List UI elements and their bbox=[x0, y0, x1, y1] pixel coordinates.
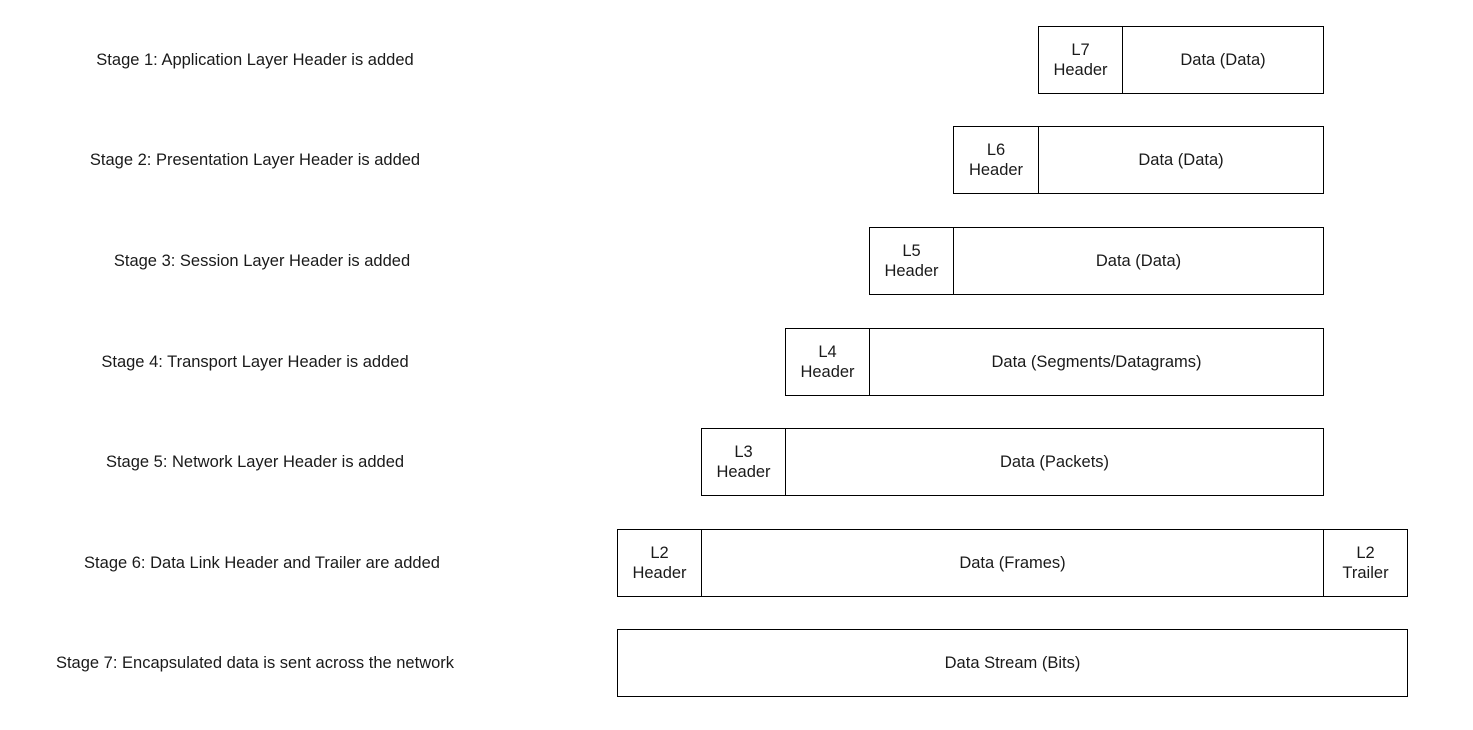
cell-text-line: L3 bbox=[734, 443, 753, 461]
stage-3-cell-data-data: Data (Data) bbox=[953, 227, 1324, 295]
cell-text-line: L4 bbox=[818, 343, 837, 361]
cell-text-line: Data Stream (Bits) bbox=[944, 654, 1081, 672]
cell-text-line: L5 bbox=[902, 242, 921, 260]
cell-text: Data (Segments/Datagrams) bbox=[992, 352, 1202, 372]
cell-text-line: Data (Data) bbox=[1180, 51, 1266, 69]
stage-4-label: Stage 4: Transport Layer Header is added bbox=[101, 353, 409, 371]
cell-text-line: L2 bbox=[650, 544, 669, 562]
cell-text-line: Trailer bbox=[1342, 564, 1389, 582]
cell-text-line: Data (Data) bbox=[1095, 252, 1182, 270]
cell-text: Data (Frames) bbox=[959, 553, 1065, 573]
cell-text-line: Data (Frames) bbox=[959, 554, 1066, 572]
cell-text-line: Data (Packets) bbox=[999, 453, 1110, 471]
cell-text-line: Data (Segments/Datagrams) bbox=[991, 353, 1202, 371]
stage-1-cell-data-data: Data (Data) bbox=[1122, 26, 1324, 94]
stage-7-cell-data-stream-bits: Data Stream (Bits) bbox=[617, 629, 1408, 697]
cell-text-line: Header bbox=[1053, 61, 1108, 79]
cell-text-line: Header bbox=[800, 363, 855, 381]
cell-text: Data (Data) bbox=[1138, 150, 1223, 170]
stage-7-label: Stage 7: Encapsulated data is sent acros… bbox=[55, 654, 455, 672]
cell-text: Data Stream (Bits) bbox=[945, 653, 1081, 673]
cell-text-line: Header bbox=[968, 161, 1024, 179]
cell-text-line: Data (Data) bbox=[1138, 151, 1224, 169]
cell-text: Data (Packets) bbox=[1000, 452, 1109, 472]
cell-text: Data (Data) bbox=[1096, 251, 1181, 271]
stage-6-cell-data-frames: Data (Frames) bbox=[701, 529, 1324, 597]
cell-text-line: Header bbox=[716, 463, 771, 481]
cell-text: Data (Data) bbox=[1180, 50, 1265, 70]
stage-4-cell-data-segments-datagrams: Data (Segments/Datagrams) bbox=[869, 328, 1324, 396]
cell-text-line: Header bbox=[632, 564, 687, 582]
stage-6-label: Stage 6: Data Link Header and Trailer ar… bbox=[84, 554, 440, 572]
stage-1-label: Stage 1: Application Layer Header is add… bbox=[96, 51, 414, 69]
stage-5-label: Stage 5: Network Layer Header is added bbox=[105, 453, 405, 471]
cell-text-line: L2 bbox=[1356, 544, 1375, 562]
stage-2-label: Stage 2: Presentation Layer Header is ad… bbox=[89, 151, 421, 169]
cell-text-line: L6 bbox=[986, 141, 1006, 159]
stage-2-cell-data-data: Data (Data) bbox=[1038, 126, 1324, 194]
cell-text-line: Header bbox=[884, 262, 939, 280]
cell-text-line: L7 bbox=[1071, 41, 1090, 59]
stage-3-label: Stage 3: Session Layer Header is added bbox=[113, 252, 411, 270]
stage-5-cell-data-packets: Data (Packets) bbox=[785, 428, 1324, 496]
